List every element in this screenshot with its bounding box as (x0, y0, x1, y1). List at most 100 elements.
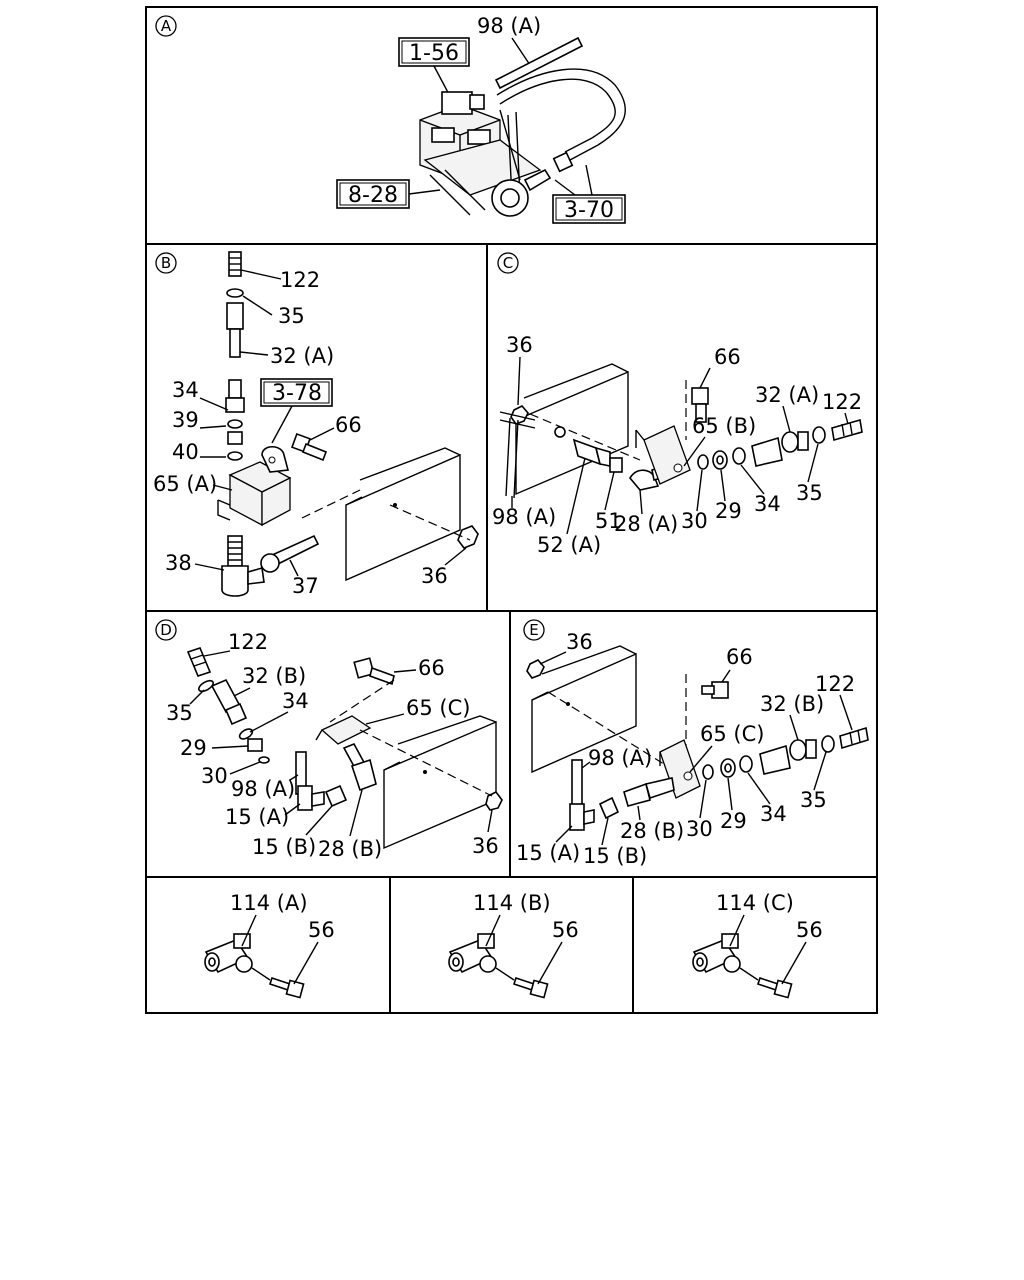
connector-32b (759, 739, 817, 775)
part-callout-label: 56 (552, 918, 579, 942)
part-callout-label: 30 (201, 764, 228, 788)
panel-id-circle: A (155, 15, 177, 37)
panel-114c: 114 (C) 56 (692, 891, 823, 999)
part-callout-label: 37 (292, 574, 319, 598)
part-callout-label: 35 (800, 788, 827, 812)
part-callout-label: 34 (760, 802, 787, 826)
nut-34 (225, 379, 245, 413)
frame-rail (531, 645, 637, 774)
ref-box-1-56: 1-56 (398, 37, 470, 67)
part-callout-label: 29 (715, 499, 742, 523)
part-callout-label: 98 (A) (588, 746, 652, 770)
ref-box-8-28: 8-28 (336, 179, 410, 209)
washer-35 (812, 426, 826, 444)
panel-id-circle: D (155, 619, 177, 641)
tee-114a (204, 933, 253, 974)
nut-51 (609, 457, 623, 473)
part-callout-label: 40 (172, 440, 199, 464)
part-callout-label: 114 (C) (716, 891, 794, 915)
part-callout-label: 35 (166, 701, 193, 725)
part-callout-label: 65 (C) (700, 722, 764, 746)
fitting-122 (186, 647, 212, 677)
part-callout-label: 65 (B) (692, 414, 756, 438)
bracket-65a (217, 461, 292, 527)
diagram-frame (145, 6, 878, 1014)
bolt-66 (353, 657, 395, 686)
part-callout-label: 114 (A) (230, 891, 308, 915)
part-callout-label: 39 (172, 408, 199, 432)
part-callout-label: 114 (B) (473, 891, 551, 915)
bolt-56 (268, 976, 305, 999)
panel-114a: 114 (A) 56 (204, 891, 335, 999)
panel-e: E (516, 619, 869, 868)
bolt-66 (291, 433, 328, 462)
nut-36 (526, 659, 545, 679)
ref-box-text: 8-28 (348, 183, 398, 208)
washer-30 (702, 764, 714, 780)
fitting-122 (839, 726, 869, 750)
part-callout-label: 122 (280, 268, 320, 292)
tee-fitting-38 (221, 535, 265, 597)
tee-114c (692, 933, 741, 974)
elbow-28b (623, 777, 675, 807)
part-callout-label: 36 (566, 630, 593, 654)
pipe-37 (260, 534, 320, 573)
panel-d: D (155, 619, 503, 861)
frame-rail (515, 363, 629, 496)
part-callout-label: 36 (472, 834, 499, 858)
washer-30 (697, 454, 709, 470)
part-callout-label: 122 (815, 672, 855, 696)
part-callout-label: 56 (796, 918, 823, 942)
washer-40 (227, 451, 243, 461)
washer-34 (732, 447, 746, 465)
part-callout-label: 36 (506, 333, 533, 357)
bracket-65c (659, 739, 701, 799)
part-callout-label: 66 (418, 656, 445, 680)
part-callout-label: 34 (172, 378, 199, 402)
ref-box-text: 3-70 (564, 198, 614, 223)
part-callout-label: 56 (308, 918, 335, 942)
connector-52a (572, 438, 611, 467)
part-callout-label: 51 (595, 509, 622, 533)
part-callout-label: 65 (A) (153, 472, 217, 496)
part-callout-label: 34 (754, 492, 781, 516)
part-callout-label: 28 (A) (614, 512, 678, 536)
washer-35 (197, 679, 215, 693)
bolt-66 (701, 681, 729, 699)
ref-box-3-70: 3-70 (552, 194, 626, 224)
bolt-56 (512, 976, 549, 999)
ref-box-text: 1-56 (409, 41, 459, 66)
part-callout-label: 30 (681, 509, 708, 533)
nut-29 (247, 738, 263, 752)
panel-id-circle: E (523, 619, 545, 641)
washer-35 (226, 288, 244, 298)
panel-b: B (153, 251, 479, 598)
panel-id-letter: C (503, 254, 513, 272)
fitting-122 (831, 418, 863, 442)
nut-15b (598, 796, 620, 820)
ref-box-text: 3-78 (272, 381, 322, 406)
nut-36 (510, 405, 529, 425)
part-callout-label: 28 (B) (318, 837, 382, 861)
washer-35 (821, 735, 835, 753)
frame-rail (345, 447, 479, 582)
hose-98a (571, 759, 583, 807)
panel-id-circle: C (497, 252, 519, 274)
elbow-28b (342, 742, 377, 792)
bent-pipe (496, 68, 626, 161)
part-callout-label: 28 (B) (620, 819, 684, 843)
bracket-65c (315, 715, 372, 745)
part-callout-label: 32 (A) (755, 383, 819, 407)
part-callout-label: 32 (B) (760, 692, 824, 716)
part-callout-label: 38 (165, 551, 192, 575)
part-callout-label: 15 (A) (516, 841, 580, 865)
panel-id-letter: B (161, 254, 171, 272)
connector-32a (751, 431, 809, 467)
panel-id-circle: B (155, 252, 177, 274)
part-callout-label: 122 (822, 390, 862, 414)
part-callout-label: 15 (A) (225, 805, 289, 829)
fitting-122 (228, 251, 242, 277)
part-callout-label: 29 (720, 809, 747, 833)
tee-15a (297, 785, 325, 811)
